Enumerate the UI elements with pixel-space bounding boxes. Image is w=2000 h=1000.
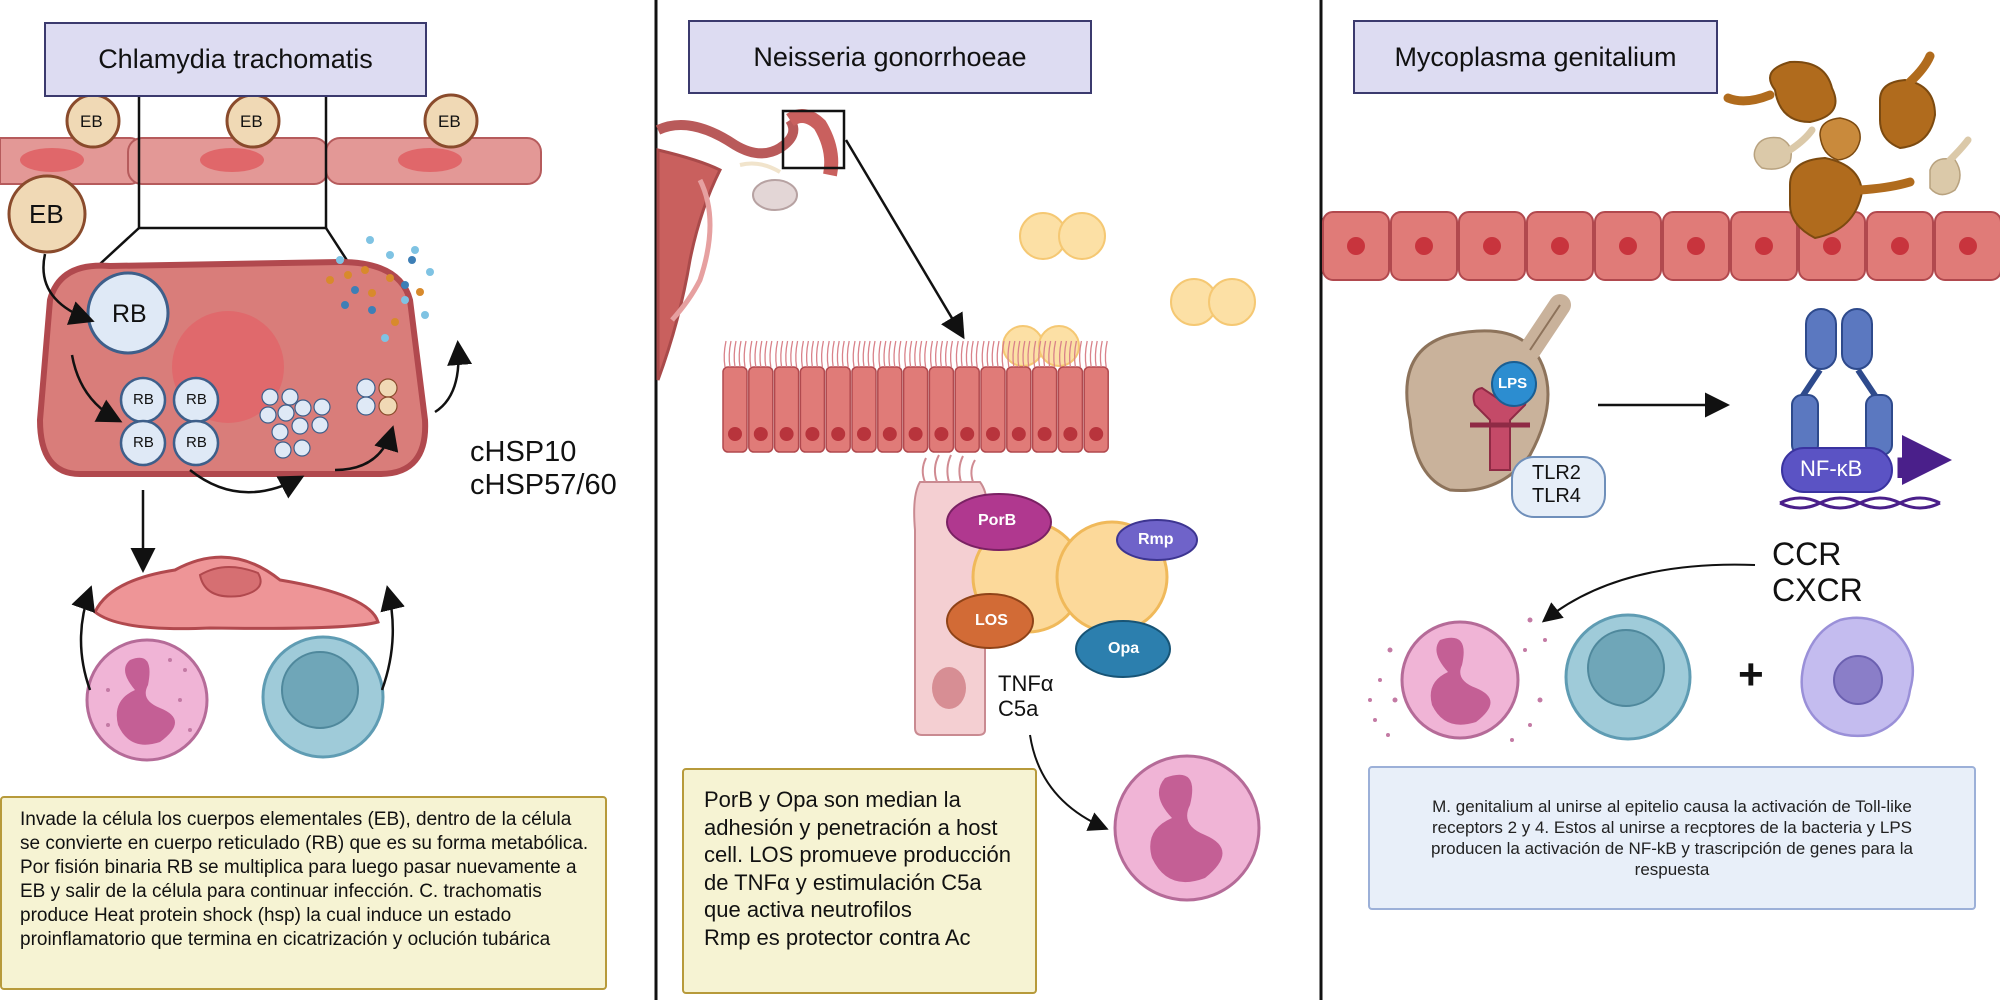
eb-particle	[423, 93, 479, 149]
mycoplasma-illustration	[1322, 51, 2000, 742]
cell-nucleus	[398, 148, 462, 172]
lps-label: LPS	[1498, 375, 1528, 392]
granules	[1368, 617, 1547, 742]
rb-label: RB	[186, 391, 207, 408]
neisseria-title: Neisseria gonorrhoeae	[688, 20, 1092, 94]
chlamydia-description: Invade la célula los cuerpos elementales…	[20, 809, 589, 950]
epithelial-cell	[1934, 211, 2000, 281]
rb-body	[119, 419, 167, 467]
neisseria-description-box: PorB y Opa son median la adhesión y pene…	[682, 768, 1037, 994]
ciliated-cell	[773, 340, 800, 453]
rb-label-large: RB	[112, 300, 147, 328]
rmp-protein	[1116, 519, 1198, 561]
neisseria-description: PorB y Opa son median la adhesión y pene…	[704, 787, 1011, 950]
fallopian-tube	[786, 109, 839, 177]
mycoplasma-title: Mycoplasma genitalium	[1353, 20, 1718, 94]
opa-label: Opa	[1108, 640, 1140, 657]
epithelial-cell	[1866, 211, 1934, 281]
rmp-label: Rmp	[1138, 531, 1174, 548]
tlr-label-box	[1511, 456, 1606, 518]
uterus	[656, 148, 723, 381]
cytokines-label: TNFα C5a	[998, 671, 1054, 721]
nfkb-complex	[1779, 308, 1952, 510]
hsp-label: cHSP10 cHSP57/60	[470, 436, 617, 501]
lps-molecule	[1491, 361, 1537, 407]
ciliated-cell	[799, 340, 826, 453]
epithelial-cell	[1526, 211, 1594, 281]
los-molecule	[946, 593, 1034, 649]
cell-nucleus	[200, 148, 264, 172]
epithelial-cell	[1390, 211, 1458, 281]
ciliated-cell	[825, 340, 851, 453]
mycoplasma-description: M. genitalium al unirse al epitelio caus…	[1431, 797, 1913, 879]
neisseria-illustration	[655, 109, 1261, 902]
chlamydia-title: Chlamydia trachomatis	[44, 22, 427, 97]
porb-label: PorB	[978, 512, 1017, 529]
rb-body	[172, 419, 220, 467]
chlamydia-illustration	[0, 90, 542, 762]
ciliated-cell	[928, 340, 955, 453]
porb-protein	[946, 493, 1052, 551]
epithelial-cell	[1322, 211, 1390, 281]
rb-label: RB	[133, 434, 154, 451]
tlr-label: TLR2 TLR4	[1532, 462, 1581, 507]
epithelial-cell	[1458, 211, 1526, 281]
rb-label: RB	[133, 391, 154, 408]
chlamydia-description-box: Invade la célula los cuerpos elementales…	[0, 796, 607, 990]
epithelial-cell	[1662, 211, 1730, 281]
ciliated-cell	[1083, 340, 1109, 453]
ovary	[752, 179, 798, 211]
ciliated-cell	[1031, 340, 1058, 453]
cell-nucleus	[20, 148, 84, 172]
eb-particle-large	[7, 174, 87, 254]
ciliated-cell	[902, 340, 929, 453]
ciliated-cell	[748, 340, 774, 453]
opa-protein	[1075, 620, 1171, 678]
eb-label: EB	[80, 112, 103, 131]
released-particles	[326, 236, 434, 342]
ciliated-cell	[1006, 340, 1032, 453]
zoom-box	[781, 109, 846, 170]
nfkb-label: NF-κB	[1800, 456, 1863, 481]
ciliated-epithelium	[722, 340, 1109, 453]
epithelial-row	[1322, 211, 2000, 281]
ciliated-cell	[954, 340, 980, 453]
ciliated-cell	[980, 340, 1006, 453]
ciliated-cell	[877, 340, 903, 453]
ciliated-cell	[722, 340, 748, 453]
plus-sign: +	[1738, 650, 1764, 699]
ciliated-cell	[1057, 340, 1084, 453]
rb-label: RB	[186, 434, 207, 451]
eb-label: EB	[240, 112, 263, 131]
mycoplasma-bacteria	[1723, 51, 1972, 240]
ciliated-cell	[851, 340, 877, 453]
rb-cluster	[259, 388, 331, 459]
eb-label: EB	[438, 112, 461, 131]
epithelial-cell	[1594, 211, 1662, 281]
chemokines-label: CCR CXCR	[1772, 536, 1863, 609]
eb-label-large: EB	[29, 199, 64, 229]
epithelial-cell	[1730, 211, 1798, 281]
los-label: LOS	[975, 612, 1008, 629]
mycoplasma-description-box: M. genitalium al unirse al epitelio caus…	[1368, 766, 1976, 910]
